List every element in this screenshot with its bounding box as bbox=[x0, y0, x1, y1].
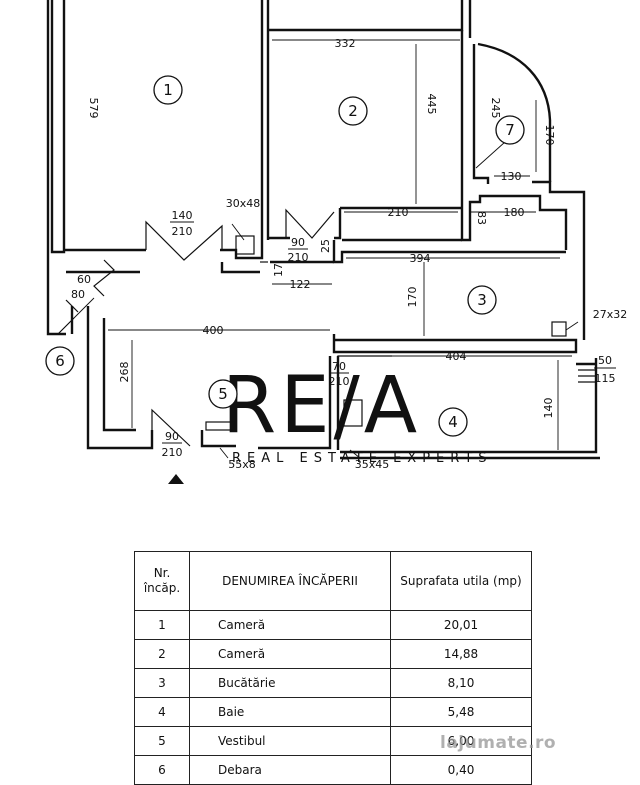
table-header-row: Nr. încăp. DENUMIREA ÎNCĂPERII Suprafata… bbox=[134, 551, 532, 611]
door5-width: 60 bbox=[77, 273, 91, 286]
room-labels: 1 2 3 4 5 6 7 bbox=[45, 75, 525, 437]
row-name: Vestibul bbox=[189, 726, 391, 756]
site-watermark: lajumate.ro bbox=[440, 733, 557, 753]
table-row: 4 Baie 5,48 bbox=[134, 697, 532, 727]
header-room-number: Nr. încăp. bbox=[134, 551, 190, 611]
dim-140: 140 bbox=[542, 398, 555, 419]
door2-width: 90 bbox=[291, 236, 305, 249]
door5-height: 80 bbox=[71, 288, 85, 301]
window-height: 115 bbox=[595, 372, 616, 385]
room-1-label: 1 bbox=[163, 81, 173, 99]
door4-height: 210 bbox=[162, 446, 183, 459]
dim-445: 445 bbox=[425, 94, 438, 115]
room-area-table: Nr. încăp. DENUMIREA ÎNCĂPERII Suprafata… bbox=[134, 551, 532, 785]
dim-17: 17 bbox=[272, 263, 285, 277]
door1-width: 140 bbox=[172, 209, 193, 222]
room-6-label: 6 bbox=[55, 352, 65, 370]
dim-394: 394 bbox=[410, 252, 431, 265]
row-area: 20,01 bbox=[390, 610, 532, 640]
table-row: 5 Vestibul 6,00 bbox=[134, 726, 532, 756]
dim-130: 130 bbox=[501, 170, 522, 183]
dim-579: 579 bbox=[87, 98, 100, 119]
ducts bbox=[205, 235, 567, 431]
dim-25: 25 bbox=[319, 239, 332, 253]
agency-watermark: RE/A bbox=[222, 361, 421, 451]
dim-122: 122 bbox=[290, 278, 311, 291]
room-4-label: 4 bbox=[448, 413, 458, 431]
row-number: 2 bbox=[134, 639, 190, 669]
header-room-name: DENUMIREA ÎNCĂPERII bbox=[189, 551, 391, 611]
header-useful-area: Suprafata utila (mp) bbox=[390, 551, 532, 611]
duct-27x32: 27x32 bbox=[593, 308, 628, 321]
row-number: 5 bbox=[134, 726, 190, 756]
table-row: 3 Bucătărie 8,10 bbox=[134, 668, 532, 698]
dim-400: 400 bbox=[203, 324, 224, 337]
dimension-lines bbox=[57, 39, 579, 459]
dim-210: 210 bbox=[388, 206, 409, 219]
row-name: Cameră bbox=[189, 610, 391, 640]
room-5-label: 5 bbox=[218, 385, 228, 403]
window-width: 50 bbox=[598, 354, 612, 367]
room-3-label: 3 bbox=[477, 291, 487, 309]
row-number: 1 bbox=[134, 610, 190, 640]
door2-height: 210 bbox=[288, 251, 309, 264]
row-area: 14,88 bbox=[390, 639, 532, 669]
row-area: 0,40 bbox=[390, 755, 532, 785]
table-row: 1 Cameră 20,01 bbox=[134, 610, 532, 640]
row-area: 6,00 bbox=[390, 726, 532, 756]
dim-268: 268 bbox=[118, 362, 131, 383]
duct-35x45: 35x45 bbox=[355, 458, 390, 471]
duct-30x48: 30x48 bbox=[226, 197, 261, 210]
row-area: 5,48 bbox=[390, 697, 532, 727]
dimension-labels: 332 579 445 245 170 130 180 210 83 394 1… bbox=[71, 37, 627, 471]
door-swings bbox=[65, 208, 596, 447]
row-name: Cameră bbox=[189, 639, 391, 669]
row-name: Baie bbox=[189, 697, 391, 727]
door3-height: 210 bbox=[329, 375, 350, 388]
door1-height: 210 bbox=[172, 225, 193, 238]
row-name: Debara bbox=[189, 755, 391, 785]
dim-170-a: 170 bbox=[543, 125, 556, 146]
row-name: Bucătărie bbox=[189, 668, 391, 698]
room-7-label: 7 bbox=[505, 121, 515, 139]
dim-83: 83 bbox=[475, 211, 488, 225]
dim-404: 404 bbox=[446, 350, 467, 363]
row-number: 4 bbox=[134, 697, 190, 727]
door3-width: 70 bbox=[332, 360, 346, 373]
walls bbox=[46, 0, 600, 460]
dim-170-b: 170 bbox=[406, 287, 419, 308]
row-area: 8,10 bbox=[390, 668, 532, 698]
table-row: 6 Debara 0,40 bbox=[134, 755, 532, 785]
row-number: 3 bbox=[134, 668, 190, 698]
floor-plan: RE/A REAL ESTATE EXPERTS bbox=[45, 0, 627, 484]
dim-180: 180 bbox=[504, 206, 525, 219]
dim-245: 245 bbox=[489, 98, 502, 119]
room-2-label: 2 bbox=[348, 102, 358, 120]
entrance-marker-icon bbox=[168, 474, 184, 484]
table-row: 2 Cameră 14,88 bbox=[134, 639, 532, 669]
duct-55x8: 55x8 bbox=[228, 458, 256, 471]
door4-width: 90 bbox=[165, 430, 179, 443]
dim-332: 332 bbox=[335, 37, 356, 50]
row-number: 6 bbox=[134, 755, 190, 785]
